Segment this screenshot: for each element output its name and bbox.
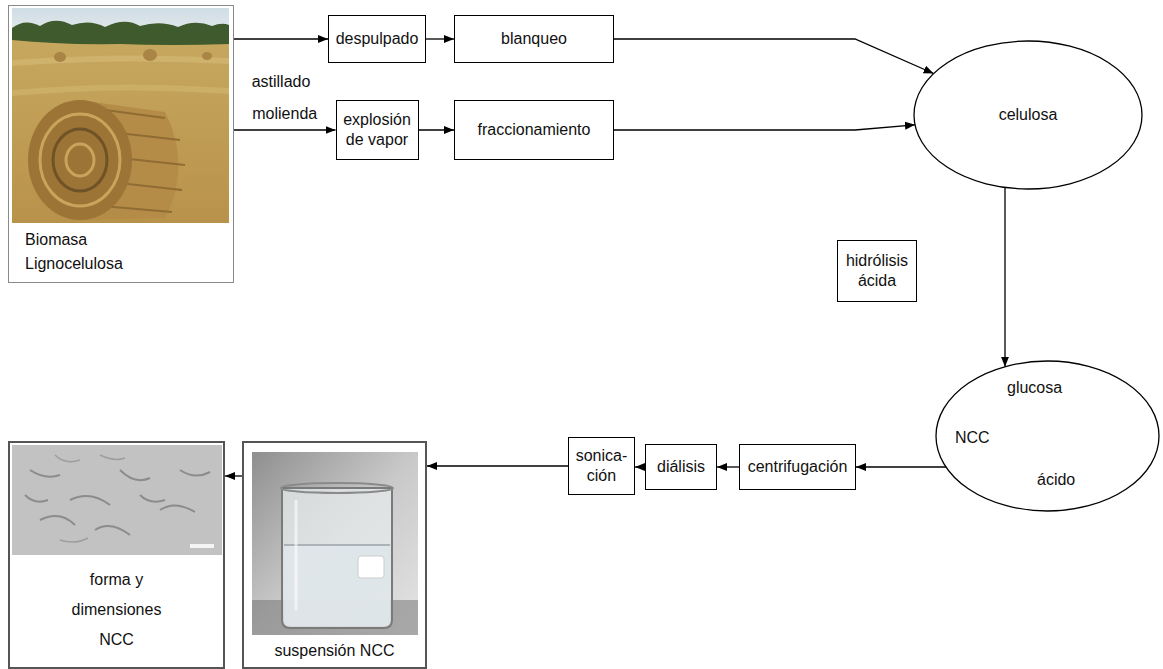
arrow-connector — [614, 125, 915, 130]
hay-field-photo — [12, 8, 229, 223]
arrow-connector — [225, 475, 242, 476]
node-text: celulosa — [999, 105, 1058, 125]
arrow-connector — [614, 39, 934, 74]
product-ellipse: celulosa — [913, 40, 1143, 190]
node-text: glucosa — [1007, 378, 1077, 398]
node-text: sonica- ción — [573, 446, 630, 486]
arrow-connector — [419, 129, 455, 130]
node-text: despulpado — [336, 29, 419, 49]
node-text: fraccionamiento — [478, 120, 591, 140]
node-text: forma y dimensiones NCC — [56, 565, 177, 655]
arrow-connector — [1004, 188, 1005, 367]
beaker-photo — [252, 452, 418, 635]
process-box: despulpado — [328, 15, 426, 63]
arrow-connector — [635, 466, 645, 467]
arrow-connector — [426, 38, 454, 39]
node-text: suspensión NCC — [244, 641, 425, 661]
node-text: ácido — [1037, 470, 1097, 490]
process-box: centrifugación — [739, 444, 856, 490]
process-box: fraccionamiento — [454, 100, 614, 160]
node-text: explosión de vapor — [341, 110, 414, 150]
node-text: diálisis — [657, 457, 705, 477]
ellipse-shape — [914, 41, 1142, 189]
arrow-connector — [427, 465, 568, 466]
image-box: suspensión NCC — [242, 441, 427, 669]
process-box: hidrólisis ácida — [837, 240, 917, 302]
node-text: NCC — [955, 428, 1005, 448]
ellipse-shape — [936, 361, 1159, 511]
process-box: sonica- ción — [568, 437, 635, 495]
micrograph-photo — [12, 445, 222, 555]
image-box: Biomasa Lignocelulosa — [8, 5, 234, 283]
node-text: blanqueo — [501, 29, 567, 49]
arrow-connector — [717, 466, 739, 467]
product-ellipse: glucosaNCC ácido — [935, 360, 1160, 512]
node-text: hidrólisis ácida — [842, 251, 912, 291]
node-text: centrifugación — [748, 457, 848, 477]
arrow-connector — [234, 129, 336, 130]
arrow-connector — [234, 38, 328, 39]
node-text: Biomasa Lignocelulosa — [25, 228, 185, 276]
edge-label: molienda — [250, 104, 319, 124]
process-box: blanqueo — [454, 15, 614, 63]
arrow-connector — [856, 466, 946, 467]
process-box: diálisis — [645, 444, 717, 490]
process-box: explosión de vapor — [336, 100, 419, 160]
image-box: forma y dimensiones NCC — [8, 441, 225, 669]
edge-label: astillado — [250, 72, 313, 92]
